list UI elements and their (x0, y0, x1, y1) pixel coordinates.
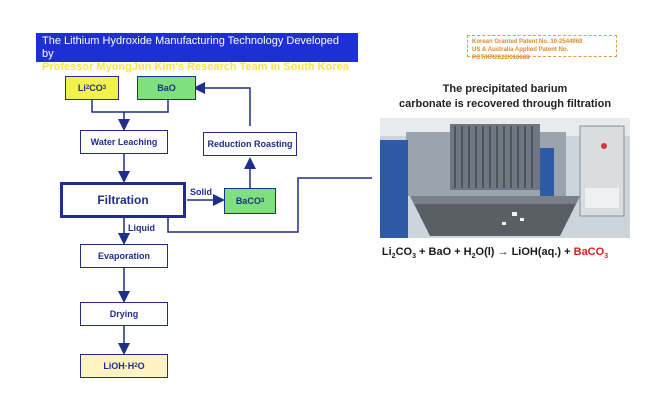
reaction-equation: Li2CO3 + BaO + H2O(l) → LiOH(aq.) + BaCO… (330, 246, 660, 260)
arrow-to-bao (193, 82, 251, 126)
filtration-text: Filtration (97, 193, 149, 207)
eq-bao-h: + BaO + H (415, 246, 472, 258)
water-leaching-text: Water Leaching (90, 137, 158, 147)
drying-text: Drying (109, 309, 139, 319)
water-leaching-box: Water Leaching (80, 130, 168, 154)
li2co3-text-co: CO (89, 83, 103, 93)
eq-co: CO (395, 246, 413, 258)
patent-notice: Korean Granted Patent No. 10-2544969 US … (467, 35, 617, 61)
eq-sub-1: 2 (391, 253, 396, 261)
bao-box: BaO (137, 76, 196, 100)
patent-line-1: Korean Granted Patent No. 10-2544969 (472, 39, 583, 45)
eq-baco3: BaCO (573, 246, 605, 258)
baco3-sub: 3 (260, 198, 265, 204)
drying-box: Drying (80, 302, 168, 326)
filtration-box: Filtration (60, 182, 186, 218)
caption-line-2: carbonate is recovered through filtratio… (398, 98, 612, 110)
reduction-roasting-box: Reduction Roasting (203, 132, 297, 156)
banner-line-2: Professor MyongJun Kim's Research Team i… (42, 61, 349, 73)
title-banner: The Lithium Hydroxide Manufacturing Tech… (36, 33, 358, 73)
bao-text: BaO (157, 83, 176, 93)
lioh-sub: 2 (134, 363, 138, 369)
lioh-text-end: O (137, 361, 145, 371)
reduction-roasting-text: Reduction Roasting (207, 139, 293, 149)
baco3-text: BaCO (235, 196, 261, 206)
eq-sub-2: 3 (412, 253, 416, 261)
eq-products: O(l) → LiOH(aq.) + (475, 246, 574, 258)
li2co3-sub-2: 2 (85, 85, 90, 91)
lioh-text: LiOH·H (103, 361, 135, 371)
caption-line-1: The precipitated barium (442, 83, 568, 95)
photo-caption: The precipitated barium carbonate is rec… (380, 82, 630, 112)
patent-line-2: US & Australia Applied Patent No. PCT/KR… (472, 47, 569, 61)
banner-line-1: The Lithium Hydroxide Manufacturing Tech… (42, 35, 339, 60)
solid-label: Solid (190, 187, 212, 197)
eq-sub-3: 2 (471, 253, 476, 261)
eq-li: Li (381, 246, 392, 258)
li2co3-text-li: Li (77, 83, 86, 93)
evaporation-text: Evaporation (97, 251, 150, 261)
filter-press-image (380, 118, 630, 238)
evaporation-box: Evaporation (80, 244, 168, 268)
liquid-label: Liquid (128, 223, 155, 233)
eq-baco3-sub: 3 (604, 253, 609, 261)
li2co3-sub-3: 3 (102, 85, 107, 91)
